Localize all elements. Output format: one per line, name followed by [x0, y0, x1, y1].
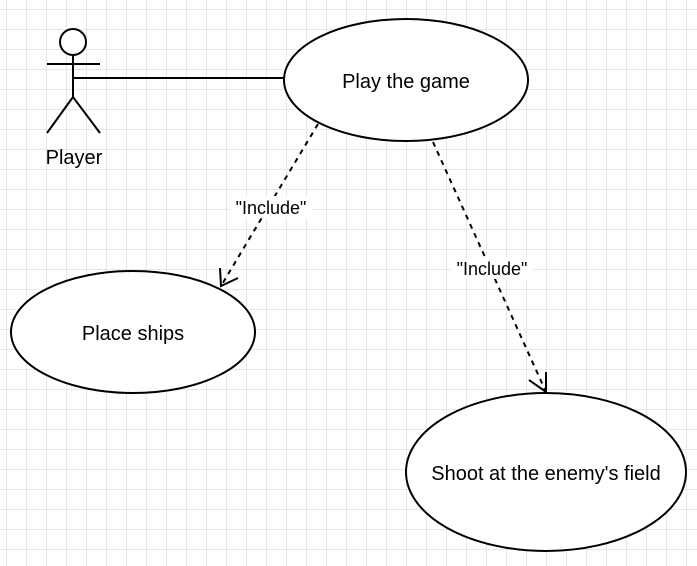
actor-head [59, 28, 87, 56]
use-case-play-the-game[interactable]: Play the game [283, 18, 529, 142]
use-case-ellipse [283, 18, 529, 142]
use-case-label: Shoot at the enemy's field [431, 463, 661, 485]
use-case-place-ships[interactable]: Place ships [10, 270, 256, 394]
include-label: "Include" [457, 259, 528, 279]
open-arrowhead-icon [219, 267, 239, 288]
include-label: "Include" [236, 198, 307, 218]
use-case-shoot-enemy-field[interactable]: Shoot at the enemy's field [405, 392, 687, 552]
actor-left-leg [46, 96, 74, 134]
actor-player[interactable] [46, 28, 101, 134]
edge-label-background [230, 196, 312, 218]
include-edge-shoot-enemy-field[interactable] [432, 141, 547, 394]
use-case-ellipse [10, 270, 256, 394]
actor-right-leg [72, 96, 101, 134]
edge-label-background [451, 257, 533, 279]
actor-label: Player [46, 147, 103, 169]
use-case-label: Place ships [82, 323, 184, 345]
use-case-label: Play the game [342, 71, 470, 93]
open-arrowhead-icon [528, 372, 547, 394]
